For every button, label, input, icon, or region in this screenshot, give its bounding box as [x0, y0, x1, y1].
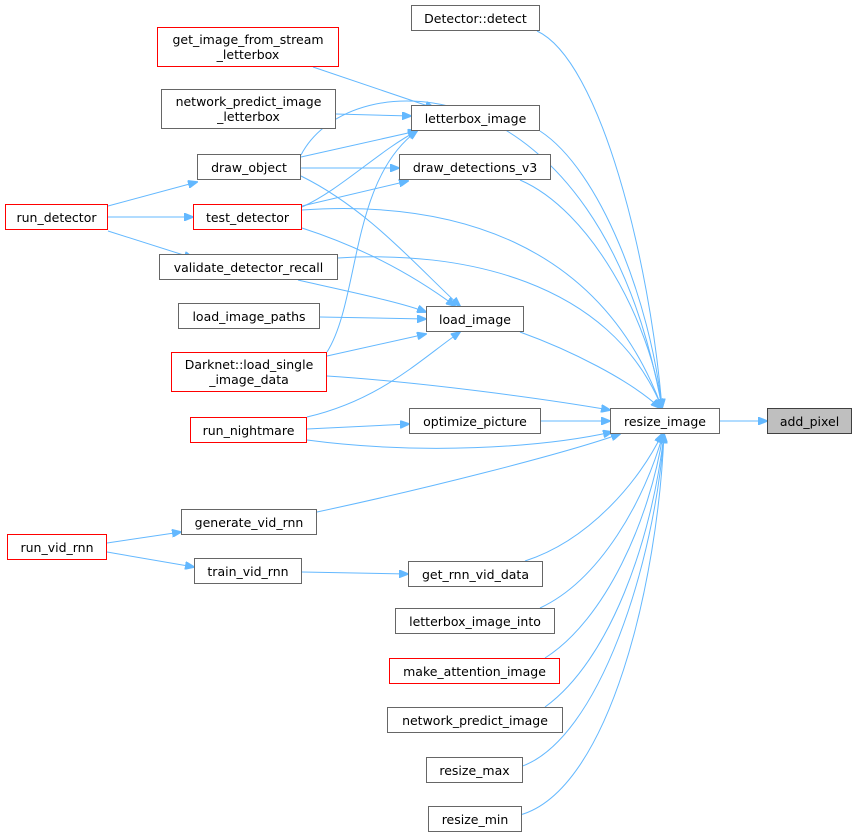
edge-get_image_from_stream_letterbox-to-letterbox_image	[312, 66, 434, 108]
node-run-detector[interactable]: run_detector	[5, 204, 108, 230]
edge-test_detector-to-resize_image	[301, 208, 662, 408]
node-draw-object[interactable]: draw_object	[197, 154, 301, 180]
edge-run_detector-to-draw_object	[107, 182, 197, 207]
node-make-attention-image[interactable]: make_attention_image	[389, 658, 560, 684]
edge-make_attention_image-to-resize_image	[544, 434, 663, 659]
node-detector-detect[interactable]: Detector::detect	[411, 5, 540, 31]
node-add-pixel: add_pixel	[767, 408, 852, 434]
node-load-image[interactable]: load_image	[426, 306, 524, 332]
edge-draw_detections_v3-to-resize_image	[519, 179, 662, 408]
node-label: resize_image	[624, 413, 706, 429]
edge-test_detector-to-letterbox_image	[301, 131, 417, 208]
edge-letterbox_image_into-to-resize_image	[539, 434, 663, 609]
node-test-detector[interactable]: test_detector	[193, 204, 302, 230]
node-label: validate_detector_recall	[173, 259, 324, 275]
node-validate-detector-recall[interactable]: validate_detector_recall	[159, 254, 338, 280]
edge-resize_min-to-resize_image	[519, 434, 664, 816]
edge-darknet_load_single_image_data-to-letterbox_image	[326, 131, 417, 353]
node-train-vid-rnn[interactable]: train_vid_rnn	[194, 558, 302, 584]
node-darknet-load-single-image-data[interactable]: Darknet::load_single _image_data	[171, 352, 327, 392]
node-run-vid-rnn[interactable]: run_vid_rnn	[7, 534, 107, 560]
node-label: resize_min	[441, 811, 509, 827]
edge-darknet_load_single_image_data-to-load_image	[326, 334, 426, 357]
node-resize-min[interactable]: resize_min	[428, 806, 522, 832]
node-load-image-paths[interactable]: load_image_paths	[178, 303, 320, 329]
node-label: Darknet::load_single _image_data	[184, 357, 314, 387]
node-label: train_vid_rnn	[207, 563, 289, 579]
edge-train_vid_rnn-to-get_rnn_vid_data	[301, 572, 408, 574]
edge-network_predict_image-to-resize_image	[544, 434, 664, 708]
node-generate-vid-rnn[interactable]: generate_vid_rnn	[181, 509, 317, 535]
edge-run_nightmare-to-optimize_picture	[306, 424, 409, 430]
node-label: draw_detections_v3	[412, 159, 538, 175]
node-label: run_vid_rnn	[20, 539, 94, 555]
edge-validate_detector_recall-to-resize_image	[337, 256, 662, 408]
node-label: get_image_from_stream _letterbox	[172, 32, 324, 62]
node-network-predict-image[interactable]: network_predict_image	[387, 707, 563, 733]
node-label: generate_vid_rnn	[194, 514, 304, 530]
node-optimize-picture[interactable]: optimize_picture	[409, 408, 541, 434]
node-label: add_pixel	[779, 413, 840, 429]
node-label: resize_max	[439, 762, 510, 778]
node-label: network_predict_image	[402, 712, 548, 728]
edge-test_detector-to-draw_detections_v3	[301, 181, 408, 207]
edge-load_image-to-resize_image	[519, 331, 660, 408]
edge-draw_object-to-resize_image	[300, 100, 662, 408]
node-label: Detector::detect	[424, 10, 527, 26]
edge-run_nightmare-to-resize_image	[306, 432, 612, 449]
node-network-predict-image-letterbox[interactable]: network_predict_image _letterbox	[161, 89, 336, 129]
node-letterbox-image[interactable]: letterbox_image	[411, 105, 540, 131]
node-draw-detections-v3[interactable]: draw_detections_v3	[399, 154, 551, 180]
edge-validate_detector_recall-to-load_image	[297, 279, 426, 312]
node-label: optimize_picture	[423, 413, 527, 429]
edge-darknet_load_single_image_data-to-resize_image	[326, 375, 610, 410]
node-resize-max[interactable]: resize_max	[426, 757, 523, 783]
node-label: run_nightmare	[202, 422, 295, 438]
edge-draw_object-to-letterbox_image	[300, 131, 417, 158]
node-get-rnn-vid-data[interactable]: get_rnn_vid_data	[408, 561, 543, 587]
node-label: letterbox_image_into	[409, 613, 541, 629]
node-letterbox-image-into[interactable]: letterbox_image_into	[395, 608, 555, 634]
edge-draw_object-to-load_image	[300, 175, 460, 306]
node-label: draw_object	[211, 159, 287, 175]
edge-run_vid_rnn-to-train_vid_rnn	[106, 551, 194, 567]
edge-get_rnn_vid_data-to-resize_image	[524, 434, 662, 562]
edge-network_predict_image_letterbox-to-letterbox_image	[335, 114, 411, 116]
node-label: make_attention_image	[403, 663, 546, 679]
edge-generate_vid_rnn-to-resize_image	[316, 434, 620, 513]
edge-test_detector-to-load_image	[301, 227, 455, 306]
edge-load_image_paths-to-load_image	[319, 317, 426, 319]
node-run-nightmare[interactable]: run_nightmare	[190, 417, 307, 443]
node-label: letterbox_image	[424, 110, 527, 126]
edge-letterbox_image-to-resize_image	[539, 130, 662, 408]
edge-resize_max-to-resize_image	[519, 434, 664, 768]
node-label: network_predict_image _letterbox	[175, 94, 322, 124]
edge-run_vid_rnn-to-generate_vid_rnn	[106, 532, 181, 544]
edge-detector_detect-to-resize_image	[536, 30, 662, 408]
node-get-image-from-stream-letterbox[interactable]: get_image_from_stream _letterbox	[157, 27, 339, 67]
node-label: get_rnn_vid_data	[421, 566, 529, 582]
node-resize-image[interactable]: resize_image	[610, 408, 720, 434]
node-label: run_detector	[16, 209, 97, 225]
edge-run_detector-to-validate_detector_recall	[107, 230, 193, 258]
node-label: test_detector	[205, 209, 290, 225]
node-label: load_image	[439, 311, 511, 327]
edge-run_nightmare-to-load_image	[306, 332, 460, 418]
node-label: load_image_paths	[192, 308, 306, 324]
